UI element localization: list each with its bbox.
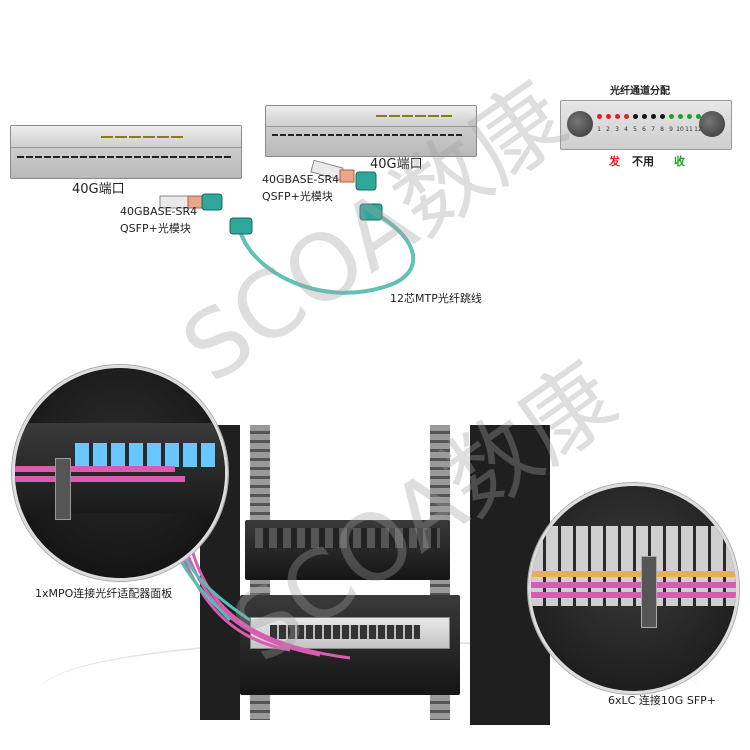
channel-title: 光纤通道分配 (610, 86, 670, 97)
channel-dot-11 (687, 114, 692, 119)
left-qsfp-module (159, 193, 223, 211)
channel-dot-9 (669, 114, 674, 119)
channel-dot-6 (642, 114, 647, 119)
left-module-name: 40GBASE-SR4 (120, 205, 198, 218)
right-switch (265, 105, 477, 157)
channel-dot-1 (597, 114, 602, 119)
channel-dot-4 (624, 114, 629, 119)
channel-dot-7 (651, 114, 656, 119)
channel-dot-8 (660, 114, 665, 119)
right-module-type: QSFP+光模块 (262, 190, 333, 203)
right-caption: 6xLC 连接10G SFP+ (608, 694, 716, 707)
right-port-label: 40G端口 (370, 157, 423, 172)
channel-dot-10 (678, 114, 683, 119)
right-module-name: 40GBASE-SR4 (262, 173, 340, 186)
legend-receive: 收 (674, 155, 685, 168)
right-hole (699, 111, 725, 137)
channel-dot-12 (696, 114, 701, 119)
legend-unused: 不用 (632, 155, 654, 168)
left-zoom-circle (12, 365, 228, 581)
channel-dot-2 (606, 114, 611, 119)
legend-send: 发 (609, 155, 620, 168)
cable-label: 12芯MTP光纤跳线 (390, 292, 482, 305)
switch-shelf (240, 595, 460, 695)
left-hole (567, 111, 593, 137)
channel-dot-5 (633, 114, 638, 119)
mtp-fiber-cable (229, 203, 416, 295)
channel-dot-3 (615, 114, 620, 119)
cable-manager-shelf (245, 520, 450, 580)
left-caption: 1xMPO连接光纤适配器面板 (35, 587, 173, 600)
left-port-label: 40G端口 (72, 182, 125, 197)
right-zoom-circle (528, 483, 739, 694)
left-switch (10, 125, 242, 179)
right-qsfp-module (310, 159, 377, 191)
rack-fiber-cables (176, 549, 351, 660)
left-module-type: QSFP+光模块 (120, 222, 191, 235)
